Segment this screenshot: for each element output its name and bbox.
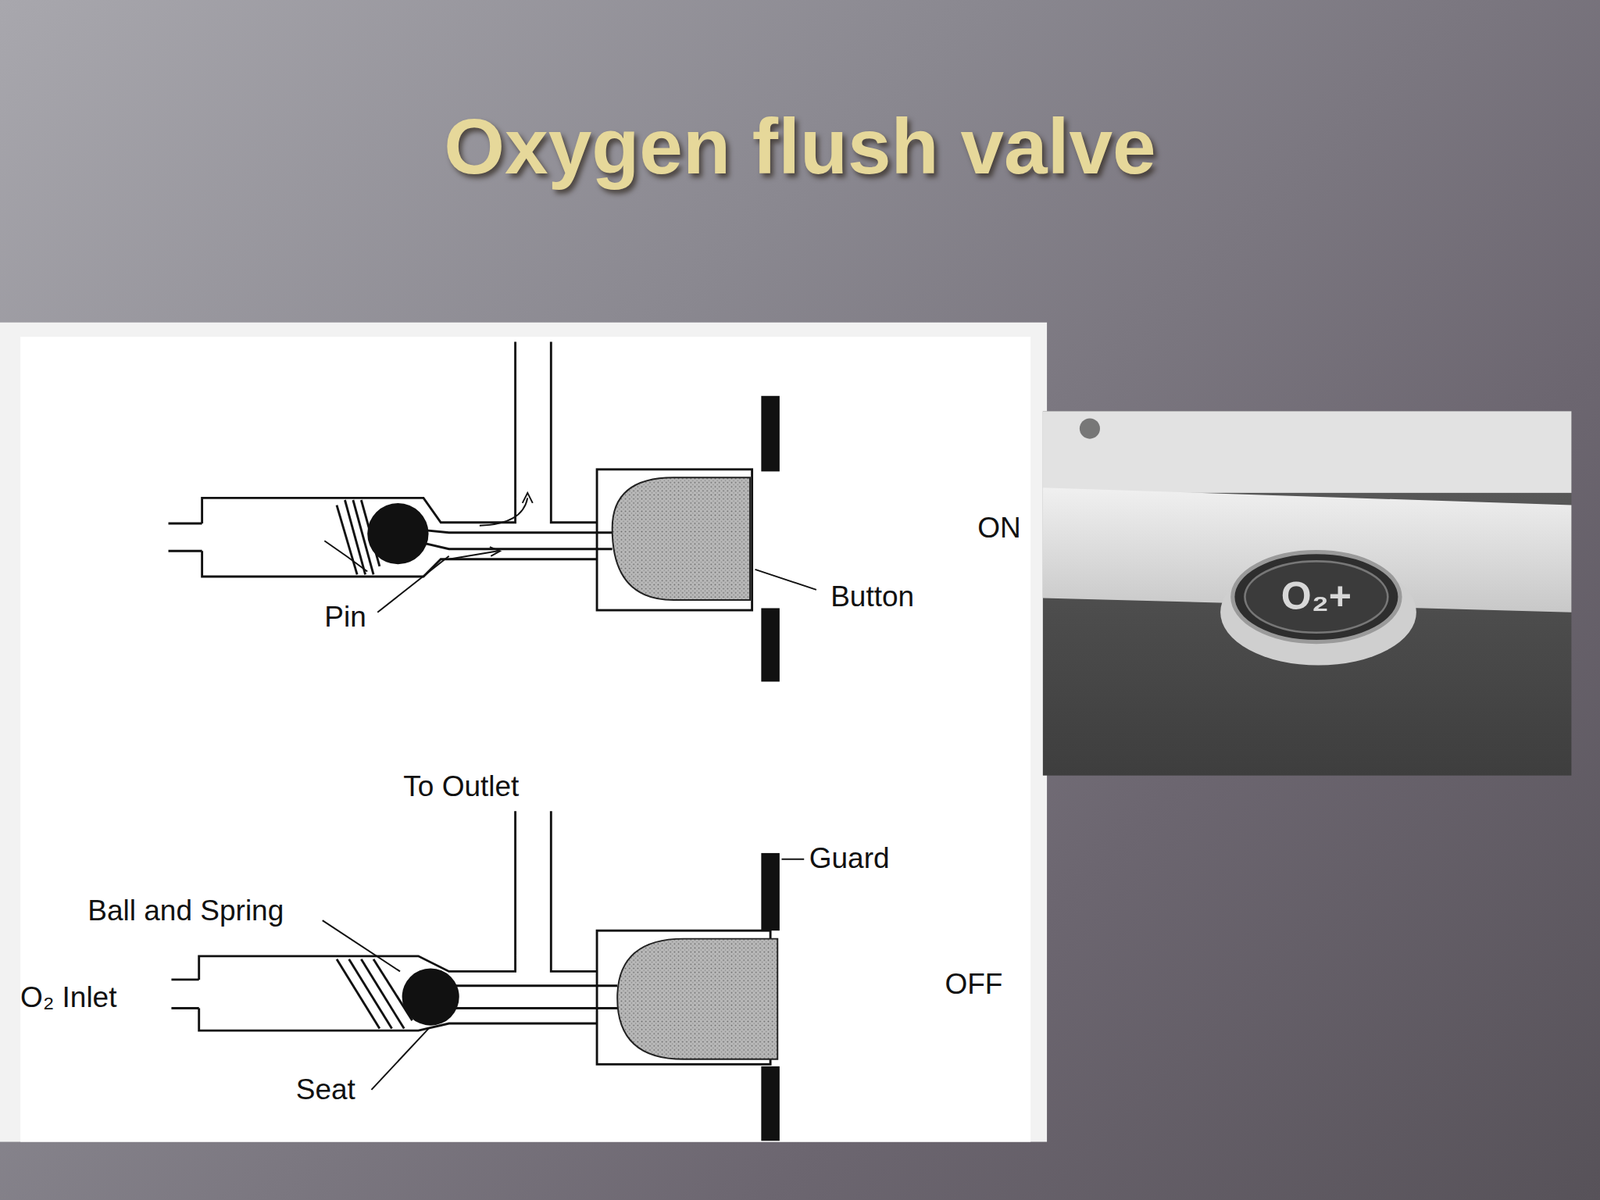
part-name: Guard <box>809 842 890 876</box>
button-text: O₂+ <box>1281 574 1352 620</box>
slide-title: Oxygen flush valve <box>0 101 1600 192</box>
valve-on <box>168 342 817 613</box>
panel-inner <box>20 336 1031 1143</box>
flush-button-photo <box>1042 410 1572 775</box>
guard-bar <box>760 853 780 931</box>
part-name: Ball and Spring <box>87 894 284 929</box>
part-name: O₂ Inlet <box>20 981 117 1015</box>
valve-off <box>171 810 804 1090</box>
guard-bar <box>760 607 780 682</box>
button-dome <box>612 477 750 600</box>
state-label: ON <box>977 511 1022 546</box>
button-dome <box>617 939 778 1060</box>
part-name: Pin <box>324 600 366 635</box>
state-label: OFF <box>944 967 1003 1002</box>
guard-bar <box>760 1066 780 1141</box>
part-name: Button <box>830 580 915 615</box>
panel <box>0 322 1047 1143</box>
part-name: To Outlet <box>403 770 519 804</box>
part-name: Seat <box>296 1073 356 1108</box>
guard-bar <box>760 396 780 472</box>
